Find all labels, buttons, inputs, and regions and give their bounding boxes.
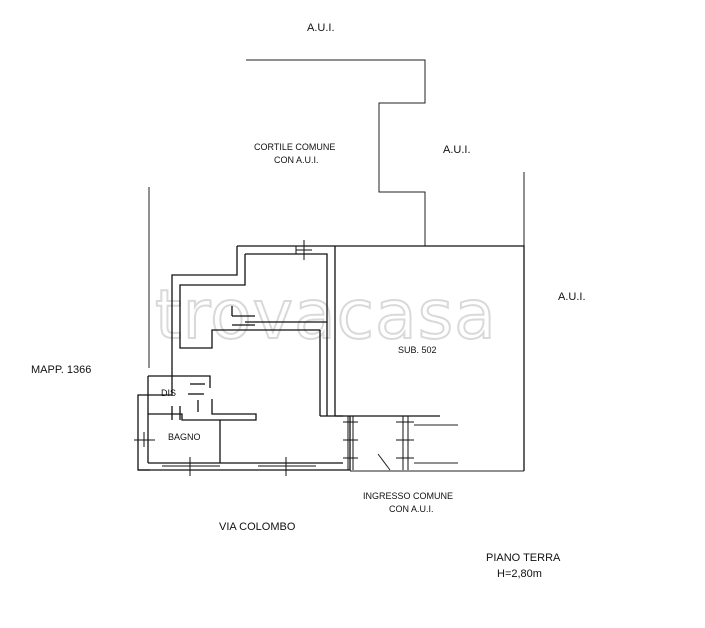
label-ingresso-1: INGRESSO COMUNE: [363, 491, 453, 501]
apartment-left-upper: [137, 246, 238, 471]
label-aui-right: A.U.I.: [558, 291, 586, 303]
label-dis: DIS: [161, 388, 176, 398]
entry-stair-left: [343, 416, 358, 470]
window-bottom-2: [258, 457, 316, 476]
label-mapp: MAPP. 1366: [31, 364, 91, 376]
bottom-outer-wall: [138, 416, 351, 471]
label-aui-top: A.U.I.: [307, 22, 335, 34]
watermark-logo: trovacasa: [155, 276, 497, 355]
entry-arrow: [377, 453, 391, 471]
dis-lower: [148, 399, 257, 421]
dis-walls: [148, 375, 211, 388]
label-cortile-1: CORTILE COMUNE: [254, 142, 335, 152]
courtyard-boundary: [246, 59, 426, 246]
window-top: [295, 240, 312, 260]
window-bagno-left: [134, 432, 155, 447]
apartment-outer-wall-inner: [245, 253, 328, 323]
label-aui-mid: A.U.I.: [443, 144, 471, 156]
label-ingresso-2: CON A.U.I.: [389, 504, 434, 514]
label-cortile-2: CON A.U.I.: [274, 155, 319, 165]
label-street: VIA COLOMBO: [219, 521, 296, 533]
sub502-walls: [335, 245, 525, 471]
window-bottom-1: [162, 457, 220, 476]
apartment-left-inner: [179, 254, 246, 349]
label-height: H=2,80m: [497, 568, 542, 580]
entry-stair-right: [396, 416, 414, 470]
label-floor: PIANO TERRA: [486, 552, 561, 564]
label-bagno: BAGNO: [168, 432, 201, 442]
label-sub: SUB. 502: [398, 345, 437, 355]
